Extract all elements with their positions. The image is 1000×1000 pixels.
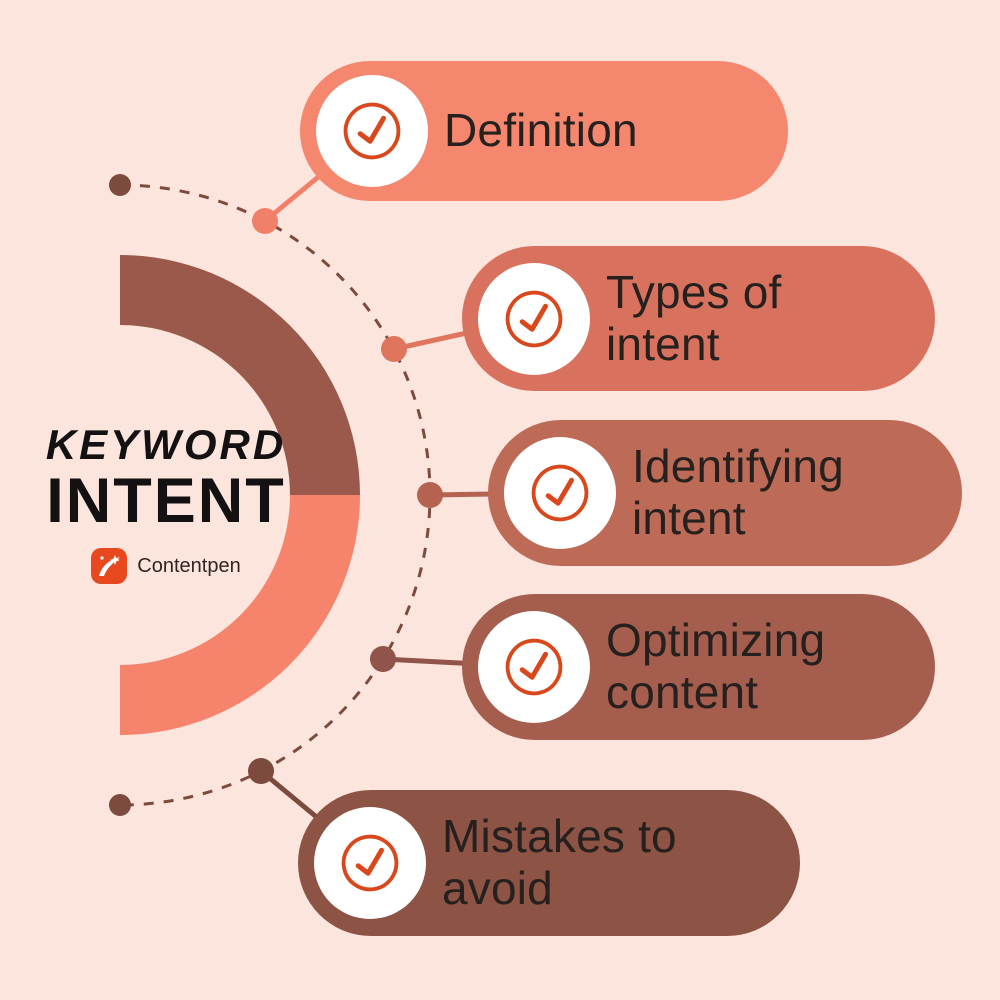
check-badge [504,437,616,549]
arc-dot [370,646,396,672]
title-intent: INTENT [46,466,286,536]
pill-identifying-intent: Identifying intent [488,420,962,566]
arc-dot [252,208,278,234]
arc-dot [109,794,131,816]
check-icon [343,102,401,160]
donut-arc-top [120,255,360,495]
pill-types-of-intent: Types of intent [462,246,935,391]
donut-arc-bottom [120,495,360,735]
check-badge [316,75,428,187]
pill-optimizing-content: Optimizing content [462,594,935,740]
check-badge [478,262,590,375]
arc-dot [381,336,407,362]
arc-dot [417,482,443,508]
arc-dot [109,174,131,196]
pen-sparkle-icon [91,548,128,585]
check-icon [505,638,563,696]
title-keyword: KEYWORD [45,421,287,468]
arc-dot [248,758,274,784]
pill-label: Identifying intent [632,440,844,544]
pill-label: Optimizing content [606,614,826,718]
brand-name: Contentpen [137,554,241,577]
pill-label: Types of intent [606,265,782,370]
title-block: KEYWORD INTENT Contentpen [18,421,314,585]
check-icon [505,290,563,347]
check-icon [531,464,589,522]
pill-mistakes-to-avoid: Mistakes to avoid [298,790,800,936]
pill-label: Mistakes to avoid [442,810,677,914]
check-badge [478,611,590,723]
check-badge [314,807,426,919]
pill-label: Definition [444,104,638,157]
brand-logo: Contentpen [18,548,314,585]
check-icon [341,834,399,892]
pill-definition: Definition [300,61,788,201]
